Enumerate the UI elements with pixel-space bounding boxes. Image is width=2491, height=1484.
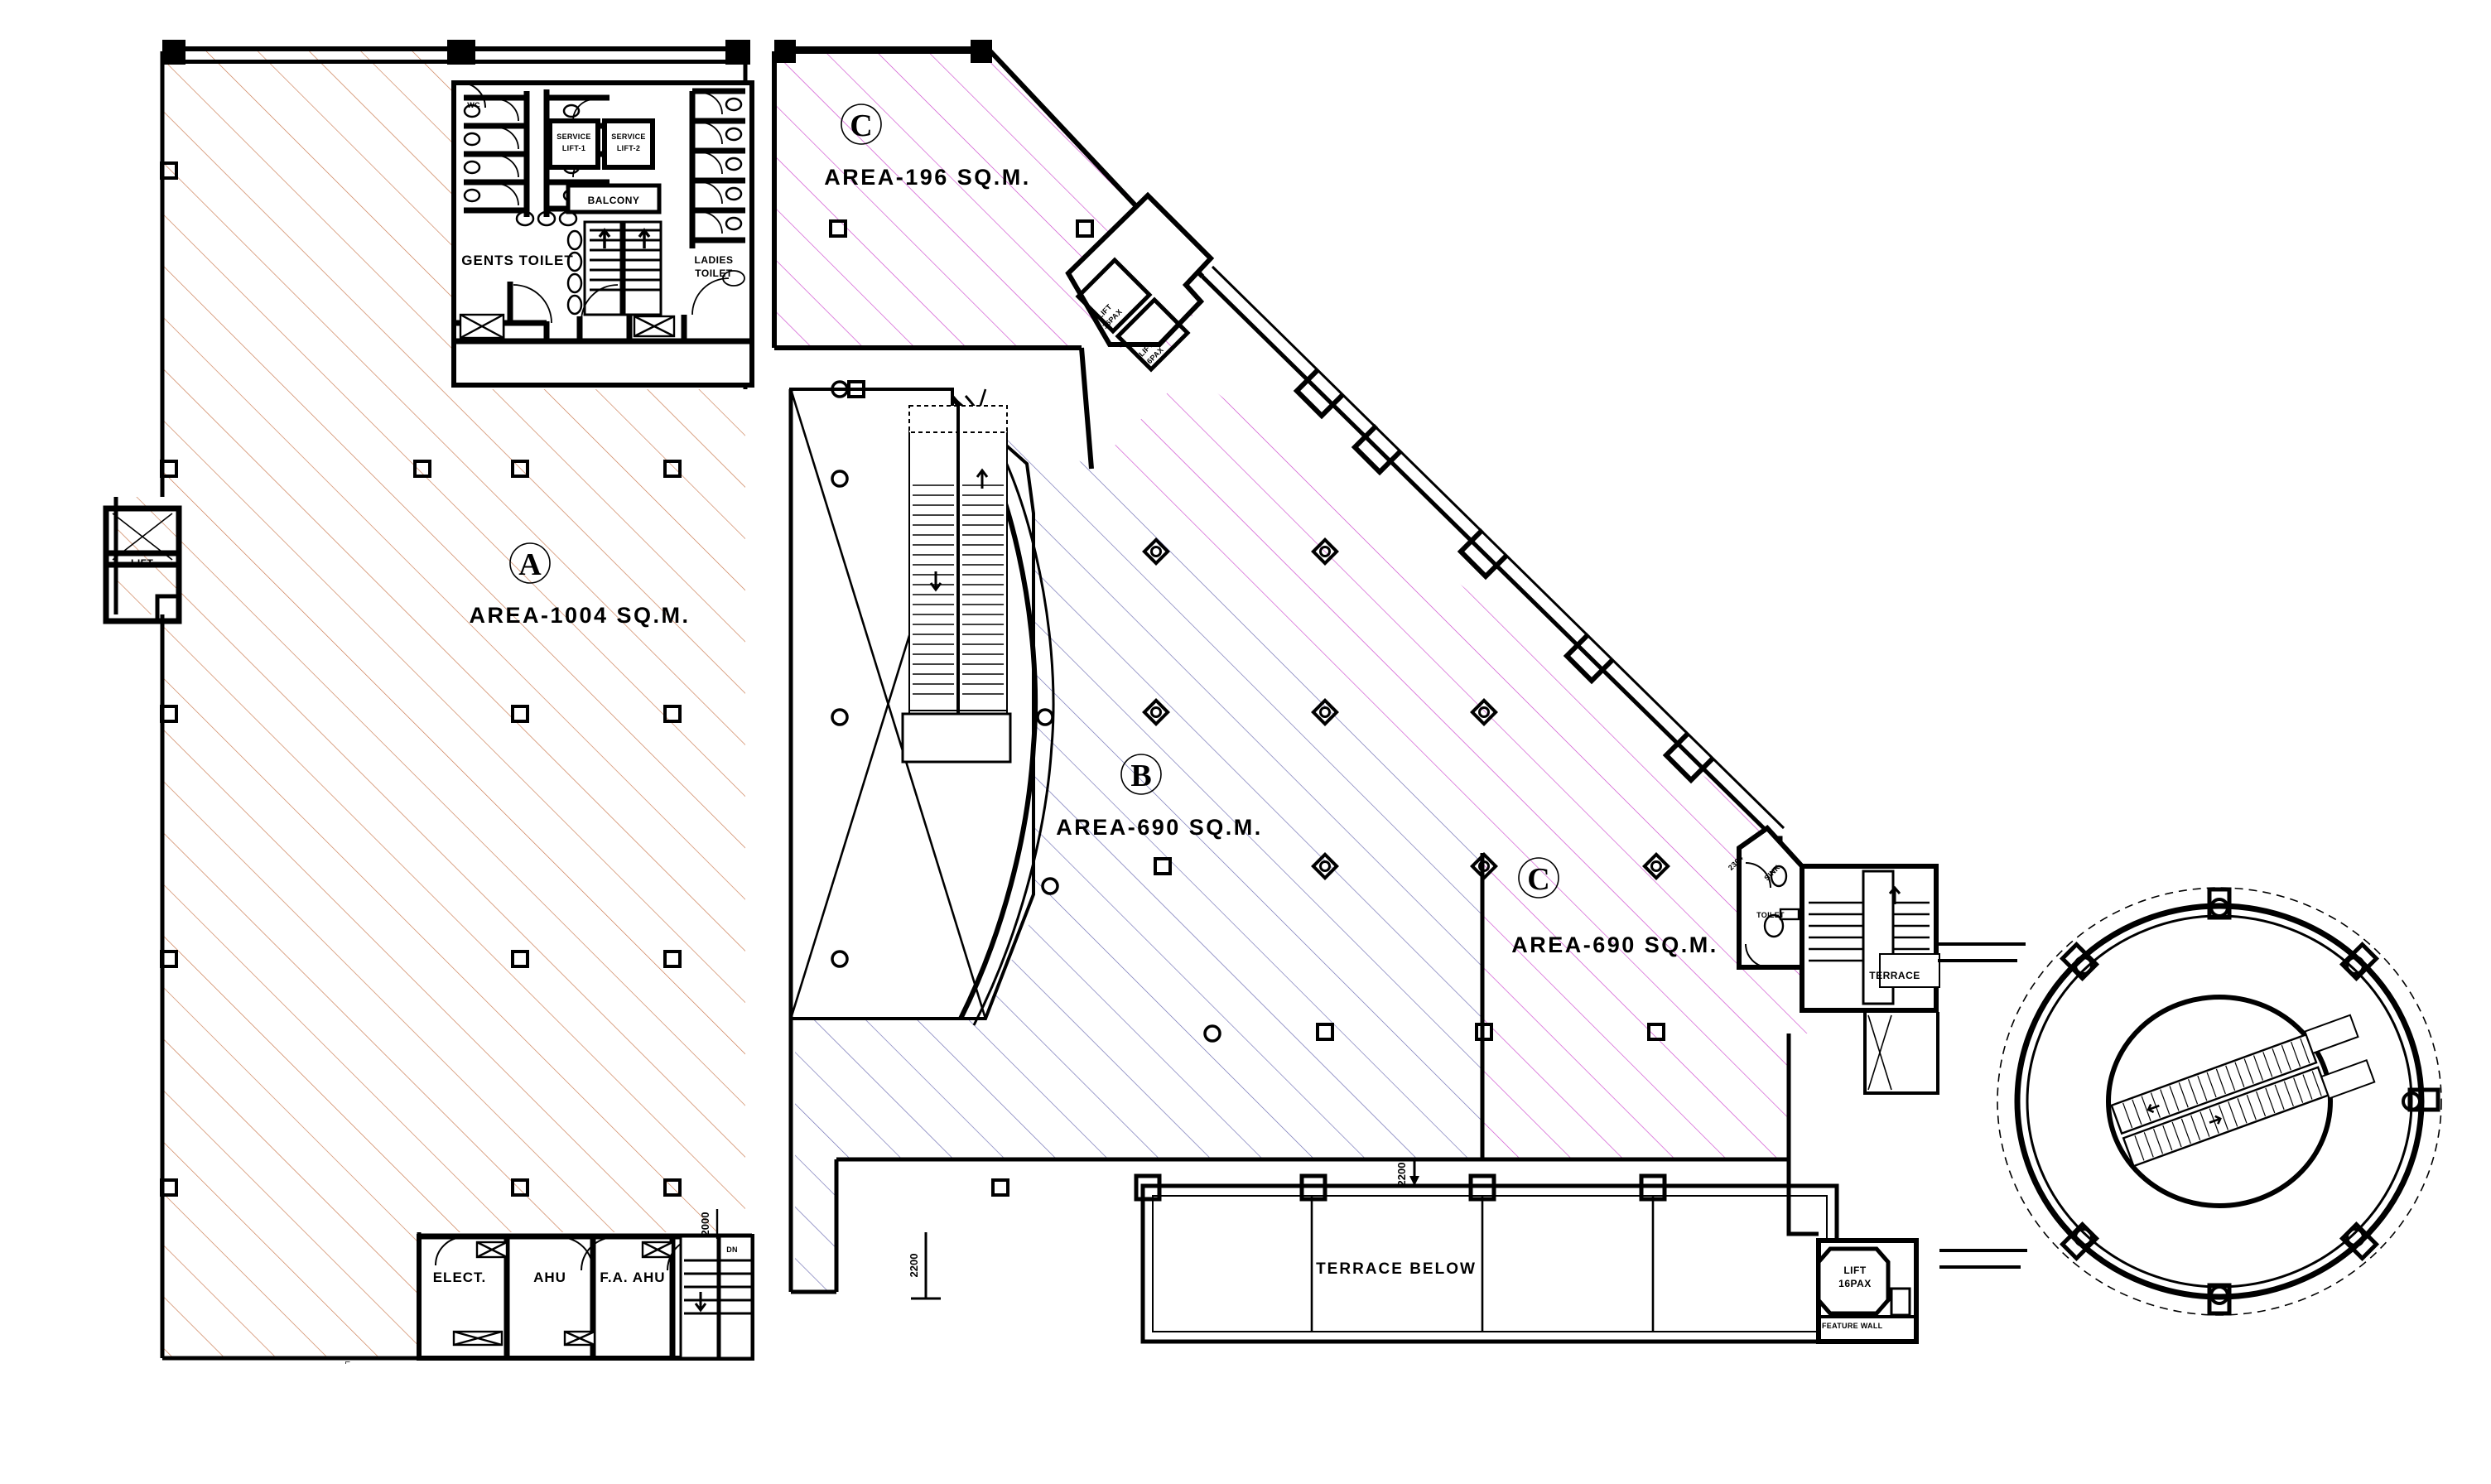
zone-c2-letter: C — [1527, 862, 1549, 897]
zone-a-marker: A AREA-1004 SQ.M. — [469, 542, 690, 628]
label-lift-left: LIFT — [131, 557, 153, 569]
bottom-left-rooms — [417, 1233, 754, 1361]
label-balcony: BALCONY — [588, 195, 640, 206]
zone-b-walls — [788, 389, 1485, 1294]
lift-left-shaft — [103, 505, 182, 624]
zone-c1-area: AREA-196 SQ.M. — [824, 165, 1031, 190]
dim-2200-right: 2200 — [1395, 1163, 1408, 1187]
atrium-void — [789, 388, 1055, 1026]
label-fa-ahu: F.A. AHU — [600, 1270, 665, 1285]
label-toilet-small: TOILET — [1756, 911, 1785, 919]
registration-tick: ⌐ — [345, 1357, 351, 1367]
dimension-lines — [716, 1159, 1419, 1300]
label-service-lift-2: SERVICE — [611, 132, 645, 141]
label-service-lift-1-num: LIFT-1 — [562, 144, 585, 152]
label-ladies-toilet: LADIES — [694, 254, 733, 266]
ne-facade — [1079, 265, 1785, 840]
label-ahu: AHU — [533, 1270, 566, 1285]
curtain-wall-top-c1 — [774, 40, 992, 63]
right-core-block — [1737, 825, 1940, 1344]
label-service-lift-1: SERVICE — [556, 132, 590, 141]
terrace-columns — [1134, 1173, 1667, 1202]
zone-c1-letter: C — [850, 108, 872, 143]
zone-b-letter: B — [1130, 759, 1151, 793]
zone-b-area: AREA-690 SQ.M. — [1056, 815, 1263, 840]
zone-c1-marker: C AREA-196 SQ.M. — [824, 104, 1031, 190]
core-block — [451, 80, 754, 388]
label-dn: DN — [726, 1246, 738, 1254]
label-terrace-below: TERRACE BELOW — [1316, 1260, 1477, 1278]
label-wc: WC — [467, 101, 480, 109]
label-gents-toilet: GENTS TOILET — [461, 253, 573, 268]
circular-atrium — [1938, 887, 2442, 1316]
label-elect: ELECT. — [433, 1270, 487, 1285]
angled-lifts — [1065, 191, 1215, 373]
label-service-lift-2-num: LIFT-2 — [617, 144, 640, 152]
label-lift-bottom-cap: 16PAX — [1838, 1278, 1872, 1289]
zone-c2-marker: C AREA-690 SQ.M. — [1511, 857, 1718, 957]
label-feature-wall: FEATURE WALL — [1822, 1322, 1883, 1330]
dim-2200-left: 2200 — [908, 1254, 920, 1278]
label-lift-bottom: LIFT — [1843, 1265, 1866, 1276]
dim-2000: 2000 — [699, 1212, 711, 1236]
curtain-wall-top-a — [162, 40, 750, 65]
zone-a-letter: A — [518, 547, 542, 582]
label-terrace-right: TERRACE — [1869, 970, 1920, 981]
svg-text:⌐: ⌐ — [345, 1357, 351, 1367]
zone-a-area: AREA-1004 SQ.M. — [469, 603, 690, 628]
zone-c2-area: AREA-690 SQ.M. — [1511, 932, 1718, 957]
terrace-below — [1134, 1173, 1839, 1344]
label-ladies-toilet-2: TOILET — [695, 267, 733, 279]
zone-labels: A AREA-1004 SQ.M. C AREA-196 SQ.M. B ARE… — [469, 104, 1718, 957]
zone-b-marker: B AREA-690 SQ.M. — [1056, 754, 1263, 840]
zone-c2-fill — [1091, 371, 1814, 1159]
